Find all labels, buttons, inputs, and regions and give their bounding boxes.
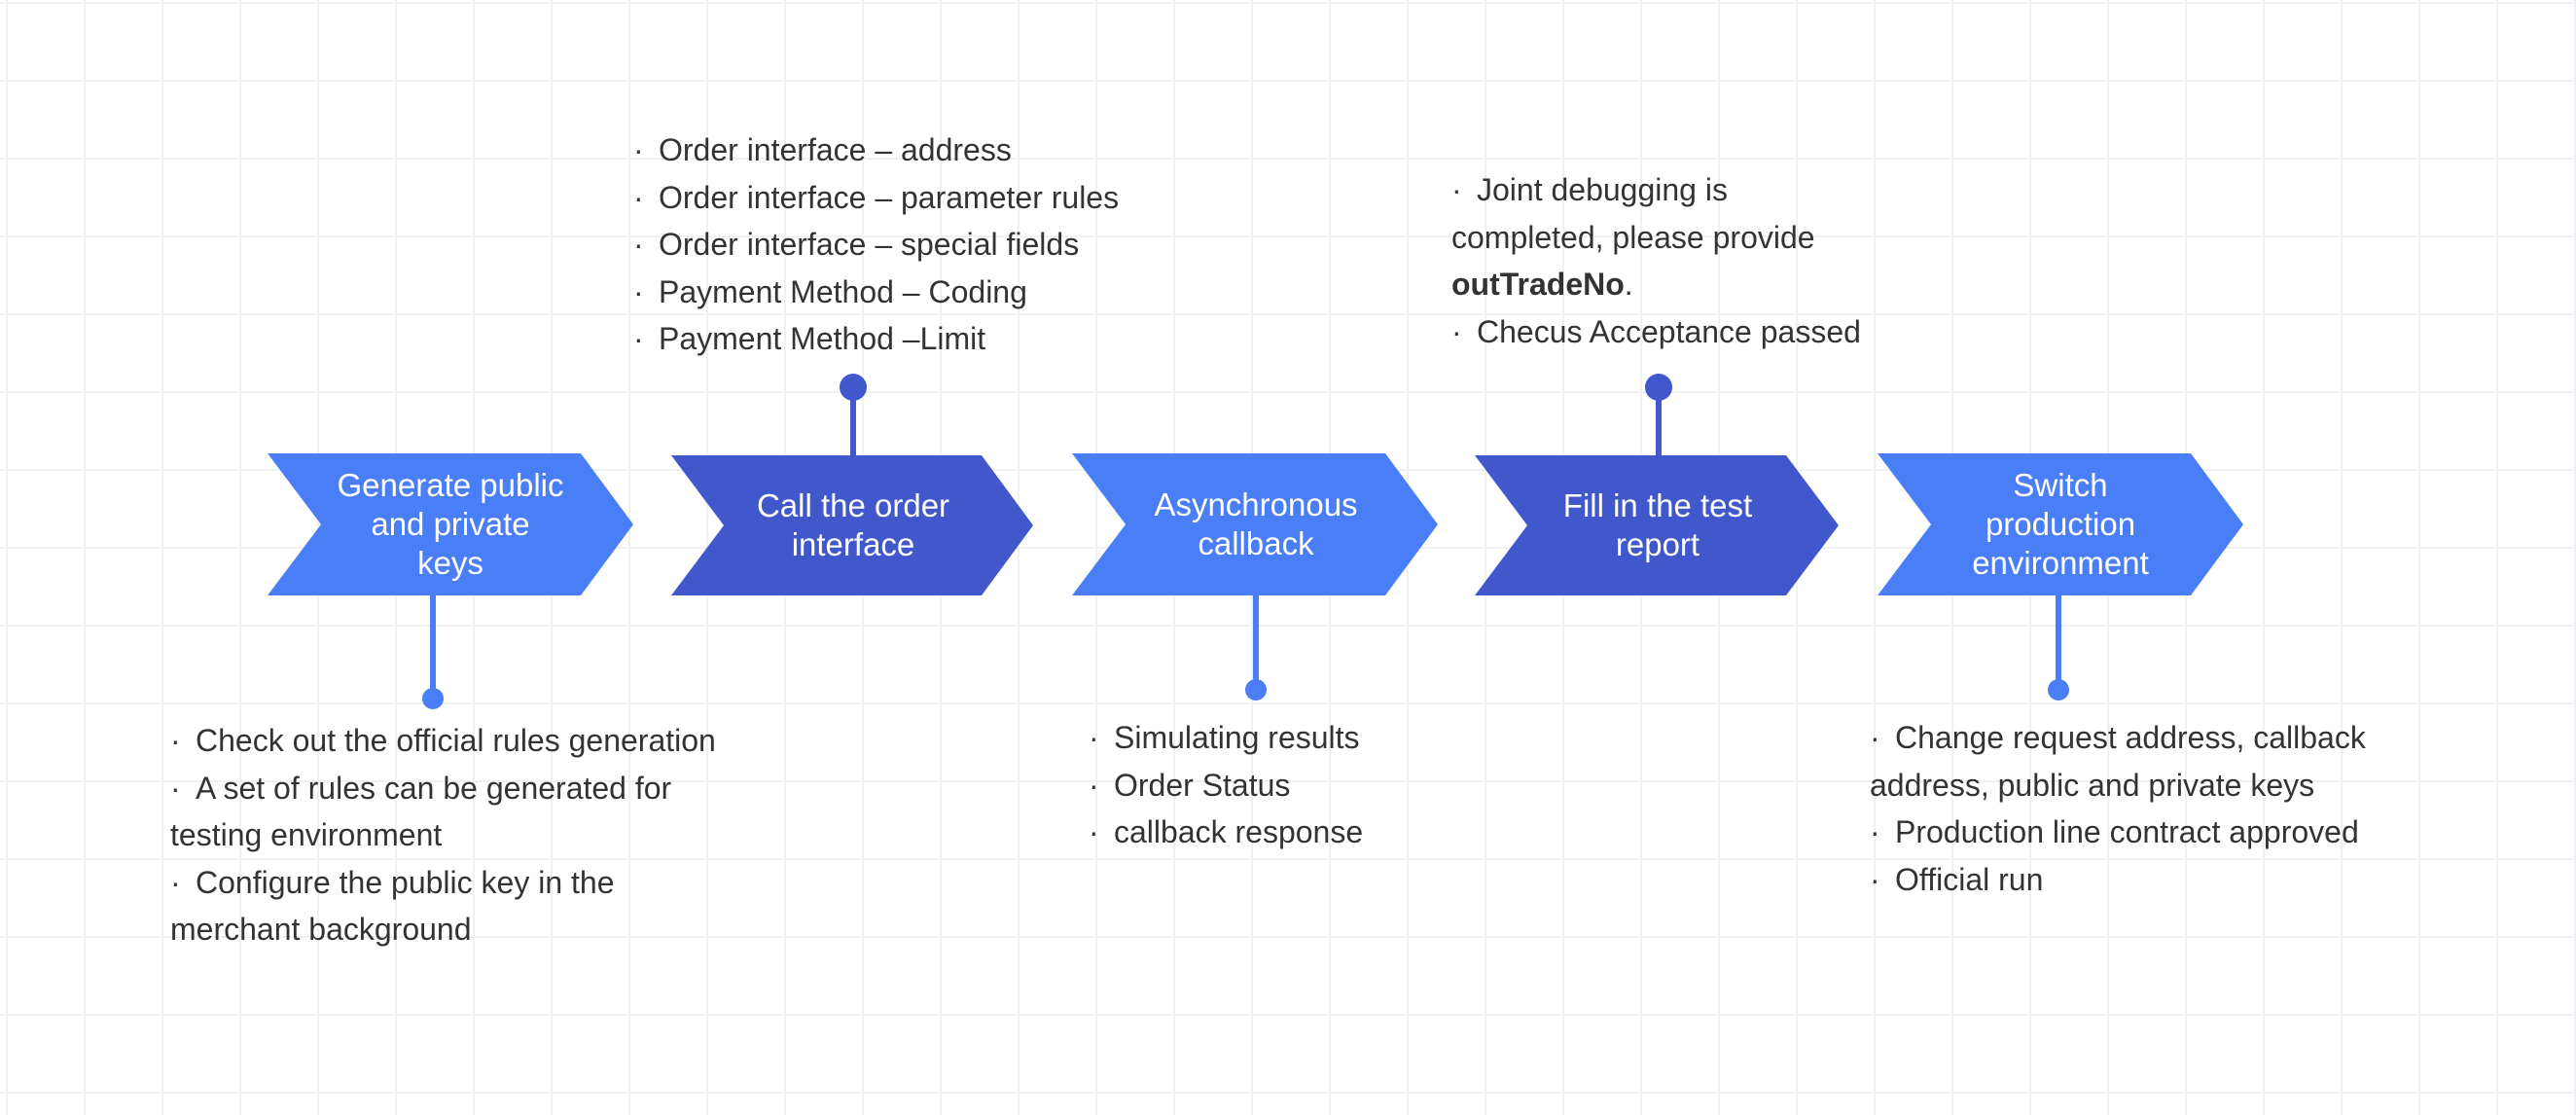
note-line: ·Order interface – parameter rules [633,179,1120,215]
note-line: ·Check out the official rules generation [170,723,716,758]
step-3-shape [1072,453,1438,595]
step-1-shape [268,453,633,595]
note-test-report: ·Joint debugging is completed, please pr… [1451,166,1861,355]
connectors [422,374,2069,709]
note-generate-keys: ·Check out the official rules generation… [170,717,716,953]
note-line: ·callback response [1089,814,1364,849]
note-line: ·Order interface – address [633,132,1012,167]
note-line: address, public and private keys [1870,767,2315,803]
note-line: ·Payment Method –Limit [633,321,986,356]
note-switch-production: ·Change request address, callback addres… [1870,714,2366,903]
connector-dot-step-4 [1645,374,1672,401]
connector-dot-step-5 [2048,679,2069,701]
step-4-shape [1475,455,1839,595]
note-async-callback: ·Simulating results ·Order Status ·callb… [1089,714,1363,856]
note-line: ·Configure the public key in the [170,864,615,900]
note-order-interface: ·Order interface – address ·Order interf… [633,126,1119,363]
connector-dot-step-2 [840,374,867,401]
note-line: ·Production line contract approved [1870,814,2359,849]
steps [268,453,2243,595]
step-5-shape [1878,453,2243,595]
note-line: ·Order interface – special fields [633,227,1080,262]
note-line: ·Order Status [1089,767,1291,803]
note-line: testing environment [170,817,443,852]
note-line: ·Simulating results [1089,720,1360,755]
note-line: ·Official run [1870,861,2044,897]
connector-dot-step-1 [422,688,444,709]
note-line: ·A set of rules can be generated for [170,770,672,806]
trade-no-term: outTradeNo [1451,267,1625,302]
note-line: ·Change request address, callback [1870,720,2366,755]
note-line: merchant background [170,912,472,947]
note-line: outTradeNo. [1451,267,1633,302]
note-line: completed, please provide [1451,219,1815,255]
step-2-shape [671,455,1033,595]
note-line: ·Checus Acceptance passed [1451,313,1861,349]
connector-dot-step-3 [1245,679,1267,701]
note-line: ·Payment Method – Coding [633,273,1027,309]
note-line: ·Joint debugging is [1451,172,1728,207]
